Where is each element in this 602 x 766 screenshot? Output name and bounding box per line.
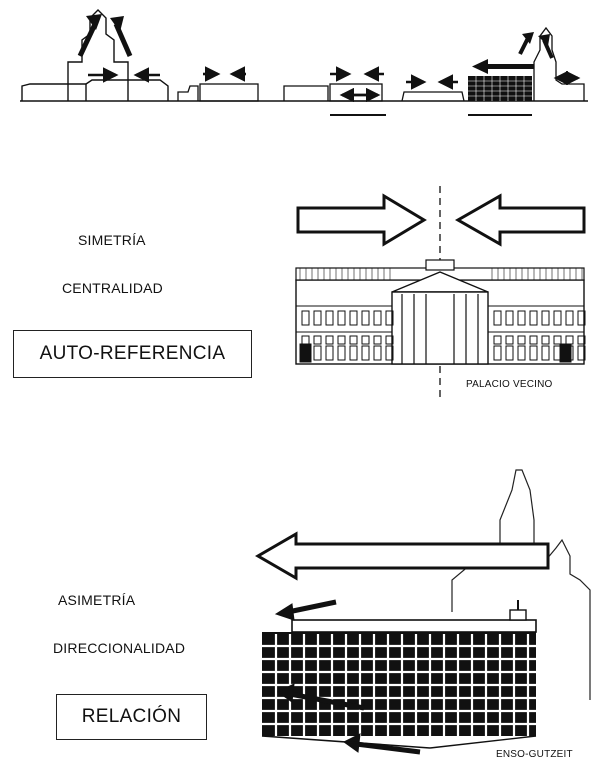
palace-window <box>529 335 538 345</box>
palace-window <box>541 310 550 326</box>
palace-window <box>361 310 370 326</box>
palace-window <box>541 345 550 361</box>
palace-arch <box>305 343 312 363</box>
palace-window <box>373 335 382 345</box>
palace-window <box>529 345 538 361</box>
palace-window <box>493 310 502 326</box>
palace-window <box>325 310 334 326</box>
palace-window <box>337 310 346 326</box>
palace-arch <box>559 343 566 363</box>
palace-window <box>541 335 550 345</box>
palace-arch <box>565 343 572 363</box>
label-simetria: SIMETRÍA <box>78 232 146 248</box>
palacio-vecino-facade <box>295 259 585 365</box>
palace-window <box>493 335 502 345</box>
palace-window <box>313 310 322 326</box>
palace-window <box>301 310 310 326</box>
label-direccionalidad: DIRECCIONALIDAD <box>53 640 186 656</box>
cathedral-outward-arrows <box>77 14 133 58</box>
palace-window <box>385 345 394 361</box>
palace-window <box>529 310 538 326</box>
palace-window <box>373 345 382 361</box>
cathedral-left-silhouette <box>21 9 169 101</box>
long-left-arrow-small <box>472 59 534 74</box>
palace-window <box>325 335 334 345</box>
palace-window <box>577 345 586 361</box>
label-centralidad: CENTRALIDAD <box>62 280 163 296</box>
directional-dark-arrows <box>274 599 421 755</box>
palace-window <box>361 345 370 361</box>
label-asimetria: ASIMETRÍA <box>58 592 136 608</box>
palace-window <box>505 335 514 345</box>
palace-window <box>553 310 562 326</box>
palace-window <box>361 335 370 345</box>
palace-window <box>373 310 382 326</box>
palacio-windows <box>299 310 586 363</box>
church-outward-arrows <box>518 32 554 59</box>
palace-window <box>349 310 358 326</box>
palace-window <box>385 335 394 345</box>
auto-referencia-box: AUTO-REFERENCIA <box>13 330 252 378</box>
ground-line-right <box>429 735 537 749</box>
palace-window <box>517 345 526 361</box>
converging-hollow-arrows <box>296 193 586 247</box>
palace-window <box>565 310 574 326</box>
enso-facade-grid <box>262 634 536 736</box>
palace-window <box>313 335 322 345</box>
palace-window <box>505 310 514 326</box>
relacion-box: RELACIÓN <box>56 694 207 740</box>
palace-window <box>313 345 322 361</box>
palace-window <box>517 310 526 326</box>
street-building-block <box>177 83 465 102</box>
palace-window <box>337 335 346 345</box>
palace-window <box>493 345 502 361</box>
palace-window <box>553 335 562 345</box>
caption-palacio-vecino: PALACIO VECINO <box>466 379 553 390</box>
palace-window <box>325 345 334 361</box>
palace-arch <box>299 343 306 363</box>
caption-enso-gutzeit: ENSO-GUTZEIT <box>496 749 573 760</box>
palace-window <box>337 345 346 361</box>
palace-window <box>349 335 358 345</box>
enso-gutzeit-facade-small <box>468 76 532 101</box>
long-left-hollow-arrow <box>255 531 550 581</box>
palace-window <box>517 335 526 345</box>
double-headed-arrows <box>339 70 581 103</box>
converging-arrow-pairs <box>88 66 458 90</box>
palace-window <box>577 310 586 326</box>
palace-window <box>505 345 514 361</box>
palace-window <box>577 335 586 345</box>
sloped-ground-line <box>261 735 431 749</box>
palace-window <box>385 310 394 326</box>
palace-window <box>349 345 358 361</box>
